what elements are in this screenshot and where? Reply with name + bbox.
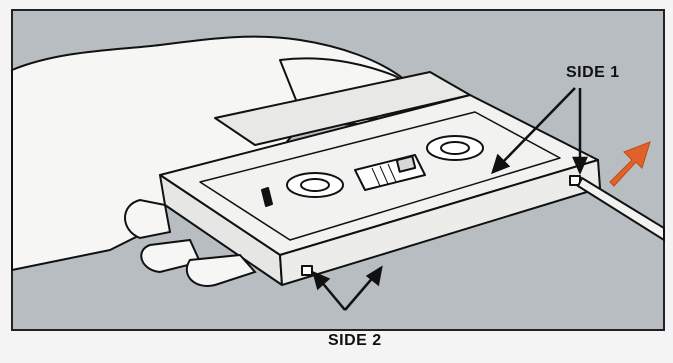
side1-label: SIDE 1 [566,64,620,82]
write-protect-tab-side2 [302,266,312,275]
side2-label: SIDE 2 [328,332,382,350]
